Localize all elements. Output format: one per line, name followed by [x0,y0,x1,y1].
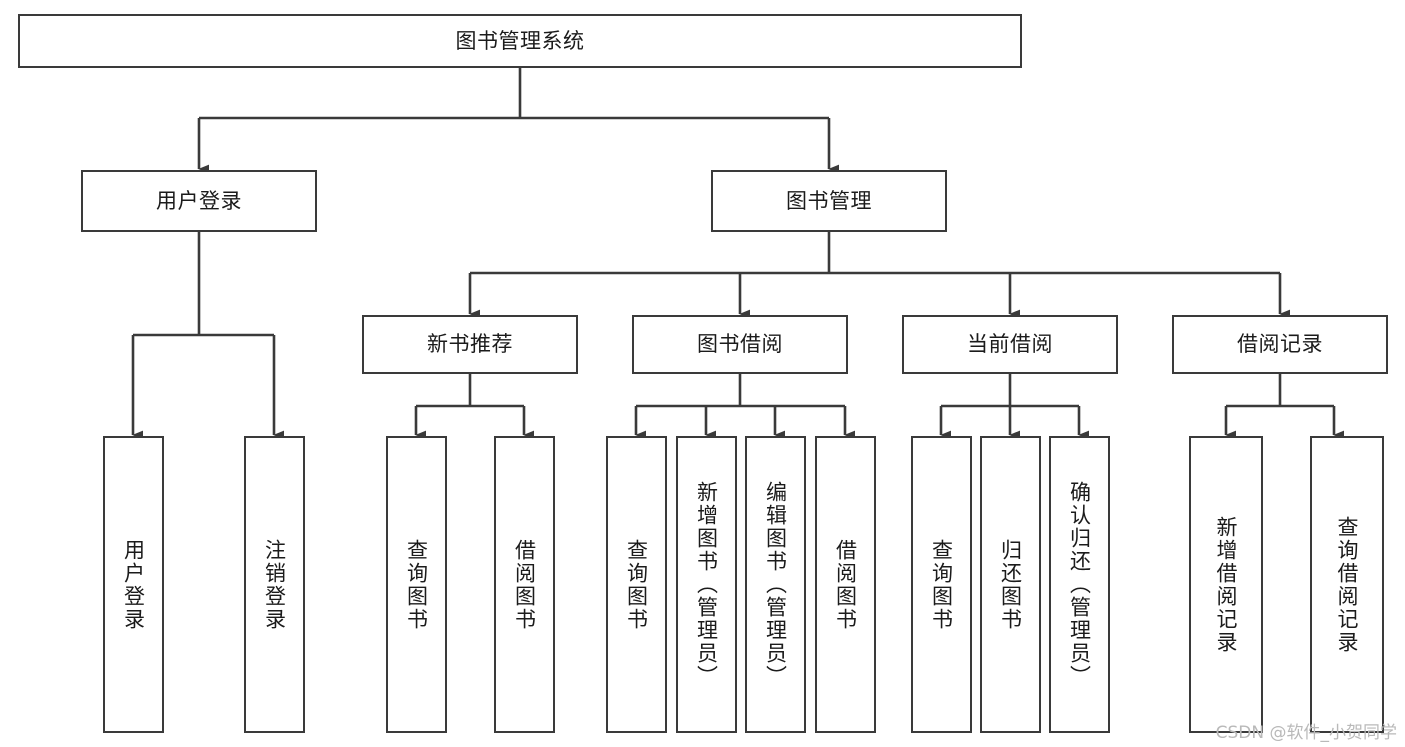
node-label: 图书管理 [786,188,872,213]
node-label: 借阅记录 [1237,332,1323,357]
node-leaf-borrow-book-1[interactable]: 借阅图书 [494,436,555,733]
node-leaf-query-book-2[interactable]: 查询图书 [606,436,667,733]
node-label: 用户登录 [156,188,242,213]
node-label: 查询图书 [929,538,954,631]
node-label: 用户登录 [121,538,146,631]
node-label: 图书管理系统 [455,28,585,53]
node-label: 新增借阅记录 [1214,515,1239,654]
node-label: 查询图书 [624,538,649,631]
node-root-book-management-system[interactable]: 图书管理系统 [18,14,1022,68]
node-user-login[interactable]: 用户登录 [81,170,317,232]
node-label: 当前借阅 [967,332,1053,357]
node-leaf-user-login[interactable]: 用户登录 [103,436,164,733]
node-label: 新书推荐 [427,332,513,357]
node-leaf-add-book[interactable]: 新增图书（管理员） [676,436,737,733]
node-label: 确认归还（管理员） [1067,481,1092,688]
node-label: 编辑图书（管理员） [763,481,788,688]
node-borrow-record[interactable]: 借阅记录 [1172,315,1388,374]
node-leaf-edit-book[interactable]: 编辑图书（管理员） [745,436,806,733]
node-leaf-borrow-book-2[interactable]: 借阅图书 [815,436,876,733]
node-leaf-query-book-3[interactable]: 查询图书 [911,436,972,733]
node-leaf-query-record[interactable]: 查询借阅记录 [1310,436,1384,733]
node-leaf-query-book-1[interactable]: 查询图书 [386,436,447,733]
node-leaf-add-record[interactable]: 新增借阅记录 [1189,436,1263,733]
node-label: 注销登录 [262,538,287,631]
node-label: 新增图书（管理员） [694,481,719,688]
node-book-management[interactable]: 图书管理 [711,170,947,232]
node-label: 查询借阅记录 [1335,515,1360,654]
node-current-borrow[interactable]: 当前借阅 [902,315,1118,374]
node-leaf-confirm-return[interactable]: 确认归还（管理员） [1049,436,1110,733]
node-label: 查询图书 [404,538,429,631]
node-leaf-logout[interactable]: 注销登录 [244,436,305,733]
node-label: 借阅图书 [512,538,537,631]
node-book-borrow[interactable]: 图书借阅 [632,315,848,374]
node-label: 归还图书 [998,538,1023,631]
node-leaf-return-book[interactable]: 归还图书 [980,436,1041,733]
node-new-book-recommend[interactable]: 新书推荐 [362,315,578,374]
node-label: 借阅图书 [833,538,858,631]
node-label: 图书借阅 [697,332,783,357]
